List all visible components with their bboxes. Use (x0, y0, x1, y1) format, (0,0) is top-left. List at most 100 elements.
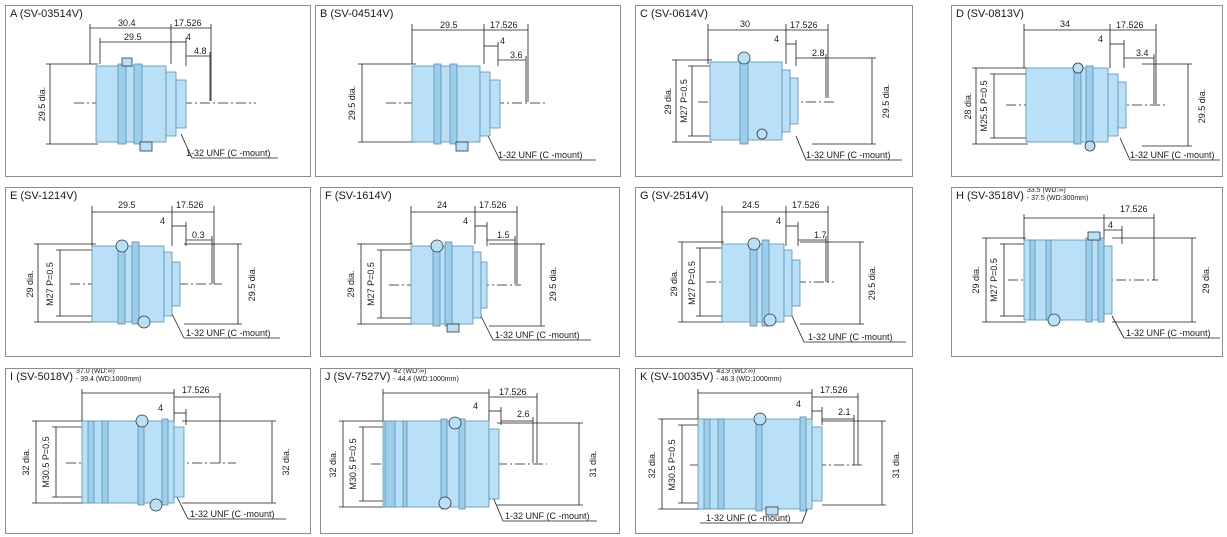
dimension-label: 4 (500, 36, 506, 46)
diameter-label: 29.5 dia. (1197, 88, 1207, 124)
wd-note: 42 (WD:∞)- 44.4 (WD:1000mm) (393, 368, 458, 384)
wd-line: - 39.4 (WD:1000mm) (75, 376, 142, 383)
wd-note: 33.5 (WD:∞)- 37.5 (WD:300mm) (1026, 187, 1089, 203)
panel-title: G (SV-2514V) (640, 190, 709, 202)
panel-f: F (SV-1614V) 24 17.526 4 1.5 29 dia. M27… (320, 187, 620, 357)
diameter-label: 32 dia. (647, 451, 657, 479)
mount-label: 1-32 UNF (C -mount) (1130, 150, 1215, 160)
dimension-label: 2.8 (812, 48, 825, 58)
lens-drawing-c (672, 24, 902, 161)
dimension-label: 3.6 (510, 50, 523, 60)
mount-label: 1-32 UNF (C -mount) (1126, 328, 1211, 338)
thread-label: M25.5 P=0.5 (979, 80, 989, 132)
panel-i: I (SV-5018V)37.0 (WD:∞)- 39.4 (WD:1000mm… (5, 368, 311, 534)
panel-c: C (SV-0614V) 30 17.526 4 2.8 29 dia. M27… (635, 5, 913, 177)
thread-label: M27 P=0.5 (45, 262, 55, 306)
diameter-label: 29.5 dia. (548, 266, 558, 302)
mount-label: 1-32 UNF (C -mount) (495, 330, 580, 340)
panel-title: K (SV-10035V)43.9 (WD:∞)- 46.3 (WD:1000m… (640, 369, 782, 384)
wd-note: 37.0 (WD:∞)- 39.4 (WD:1000mm) (75, 368, 142, 384)
diameter-label: 29.5 dia. (347, 85, 357, 121)
diameter-label: 29.5 dia. (881, 83, 891, 119)
diameter-label: 29.5 dia. (867, 265, 877, 301)
lens-drawing-i (32, 389, 286, 520)
lens-drawing-a (46, 24, 278, 159)
mount-label: 1-32 UNF (C -mount) (706, 513, 791, 523)
dimension-label: 1.7 (814, 230, 827, 240)
dimension-label: 1.5 (497, 230, 510, 240)
lens-drawing-e (34, 206, 280, 339)
panel-title-name: J (SV-7527V) (325, 371, 391, 383)
dimension-label: 4 (1108, 220, 1114, 230)
panel-title: J (SV-7527V)42 (WD:∞)- 44.4 (WD:1000mm) (325, 369, 459, 384)
lens-drawing-j (339, 389, 597, 522)
dimension-label: 24.5 (742, 200, 760, 210)
panel-title: D (SV-0813V) (956, 8, 1024, 20)
dimension-label: 17.526 (820, 385, 848, 395)
panel-title-name: H (SV-3518V) (956, 190, 1024, 202)
panel-h: H (SV-3518V)33.5 (WD:∞)- 37.5 (WD:300mm)… (951, 187, 1223, 357)
dimension-label: 4 (1098, 34, 1104, 44)
wd-line: 33.5 (WD:∞) (1026, 187, 1066, 194)
thread-label: M27 P=0.5 (989, 258, 999, 302)
dimension-label: 4 (796, 399, 802, 409)
dimension-label: 3.4 (1136, 48, 1149, 58)
diameter-label: 29 dia. (971, 266, 981, 294)
dimension-label: 4 (774, 34, 780, 44)
dimension-label: 30 (740, 19, 751, 29)
dimension-label: 29.5 (118, 200, 136, 210)
dimension-label: 29.5 (124, 32, 142, 42)
panel-title: E (SV-1214V) (10, 190, 78, 202)
thread-label: M27 P=0.5 (679, 79, 689, 123)
lens-drawing-h (982, 214, 1220, 339)
panel-e: E (SV-1214V) 29.5 17.526 4 0.3 29 dia. M… (5, 187, 311, 357)
panel-g: G (SV-2514V) 24.5 17.526 4 1.7 29 dia. M… (635, 187, 913, 357)
panel-title-name: K (SV-10035V) (640, 371, 714, 383)
lens-drawing-k (658, 389, 886, 524)
dimension-label: 17.526 (1120, 204, 1148, 214)
mount-label: 1-32 UNF (C -mount) (505, 511, 590, 521)
thread-label: M27 P=0.5 (366, 262, 376, 306)
panel-title-name: I (SV-5018V) (10, 371, 73, 383)
mount-label: 1-32 UNF (C -mount) (186, 328, 271, 338)
diameter-label: 31 dia. (891, 451, 901, 479)
dimension-label: 17.526 (790, 20, 818, 30)
diameter-label: 28 dia. (963, 92, 973, 120)
lens-drawing-g (678, 206, 906, 343)
panel-title: I (SV-5018V)37.0 (WD:∞)- 39.4 (WD:1000mm… (10, 369, 141, 384)
diameter-label: 29 dia. (25, 270, 35, 298)
wd-note: 43.9 (WD:∞)- 46.3 (WD:1000mm) (716, 368, 782, 384)
dimension-label: 17.526 (490, 20, 518, 30)
panel-title: A (SV-03514V) (10, 8, 83, 20)
panel-b: B (SV-04514V) 29.5 17.526 4 3.6 29.5 dia… (315, 5, 621, 177)
diameter-label: 32 dia. (328, 450, 338, 478)
dimension-label: 29.5 (440, 20, 458, 30)
dimension-label: 17.526 (1116, 20, 1144, 30)
diameter-label: 31 dia. (588, 450, 598, 478)
dimension-label: 30.4 (118, 18, 136, 28)
mount-label: 1-32 UNF (C -mount) (186, 148, 271, 158)
dimension-label: 4 (463, 216, 469, 226)
dimension-label: 17.526 (174, 18, 202, 28)
diameter-label: 29 dia. (1201, 266, 1211, 294)
wd-line: - 37.5 (WD:300mm) (1026, 195, 1089, 202)
diameter-label: 32 dia. (21, 448, 31, 476)
wd-line: 37.0 (WD:∞) (75, 368, 115, 375)
dimension-label: 4 (776, 216, 782, 226)
panel-a: A (SV-03514V) 30.4 29.5 17.526 4 4.8 29.… (5, 5, 311, 177)
dimension-label: 17.526 (792, 200, 820, 210)
dimension-label: 2.1 (838, 407, 851, 417)
panel-k: K (SV-10035V)43.9 (WD:∞)- 46.3 (WD:1000m… (635, 368, 913, 534)
diameter-label: 32 dia. (281, 448, 291, 476)
dimension-label: 4 (160, 216, 166, 226)
diameter-label: 29 dia. (663, 87, 673, 115)
wd-line: 42 (WD:∞) (393, 368, 427, 375)
dimension-label: 4 (158, 403, 164, 413)
dimension-label: 17.526 (176, 200, 204, 210)
lens-drawing-b (358, 24, 596, 161)
mount-label: 1-32 UNF (C -mount) (808, 332, 893, 342)
wd-line: - 46.3 (WD:1000mm) (716, 376, 782, 383)
wd-line: 43.9 (WD:∞) (716, 368, 756, 375)
thread-label: M30.5 P=0.5 (667, 439, 677, 491)
thread-label: M27 P=0.5 (687, 261, 697, 305)
